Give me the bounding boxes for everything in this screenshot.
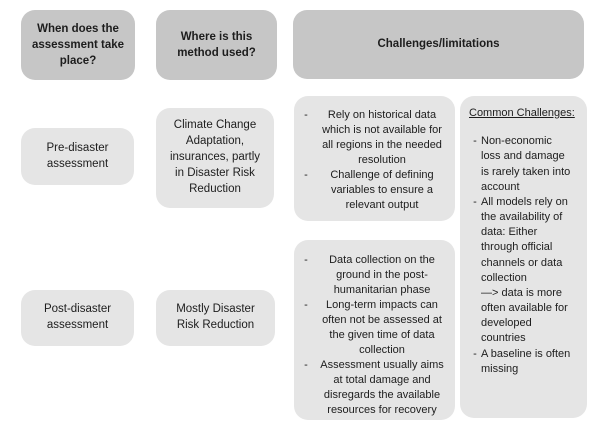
challenge-text: Challenge of defining variables to ensur…	[330, 168, 434, 211]
dash-bullet: -	[304, 109, 308, 121]
challenge-item: - Data collection on the ground in the p…	[300, 253, 452, 298]
climate-change-adaptation-box: Climate Change Adaptation, insurances, p…	[156, 108, 274, 208]
dash-bullet: -	[473, 195, 477, 208]
common-challenge-item: - All models rely on the availability of…	[469, 195, 582, 347]
post-disaster-assessment-label: Post-disaster assessment	[43, 303, 112, 331]
common-challenge-text: Non-economic loss and damage is rarely t…	[481, 135, 571, 193]
common-challenge-text: All models rely on the availability of d…	[481, 195, 568, 345]
header-where-label: Where is this method used?	[177, 30, 256, 59]
challenge-item: - Challenge of defining variables to ens…	[300, 168, 452, 213]
common-challenges-box: Common Challenges: - Non-economic loss a…	[460, 96, 587, 418]
common-challenge-item: - A baseline is often missing	[469, 347, 582, 377]
header-when-label: When does the assessment take place?	[31, 22, 125, 68]
dash-bullet: -	[304, 254, 308, 266]
header-challenges-box: Challenges/limitations	[293, 10, 584, 79]
disaster-risk-reduction-box: Mostly Disaster Risk Reduction	[156, 290, 275, 346]
challenge-text: Rely on historical data which is not ava…	[322, 109, 442, 166]
common-challenge-item: - Non-economic loss and damage is rarely…	[469, 134, 582, 195]
challenge-text: Long-term impacts can often not be asses…	[322, 298, 442, 356]
pre-disaster-challenges-box: - Rely on historical data which is not a…	[294, 96, 455, 221]
challenge-item: - Long-term impacts can often not be ass…	[300, 298, 452, 358]
challenge-text: Data collection on the ground in the pos…	[329, 254, 435, 296]
disaster-risk-reduction-label: Mostly Disaster Risk Reduction	[176, 303, 255, 331]
header-where-box: Where is this method used?	[156, 10, 277, 80]
header-when-box: When does the assessment take place?	[21, 10, 135, 80]
post-disaster-challenges-box: - Data collection on the ground in the p…	[294, 240, 455, 420]
challenge-item: - Assessment usually aims at total damag…	[300, 358, 452, 418]
climate-change-adaptation-label: Climate Change Adaptation, insurances, p…	[169, 119, 261, 195]
challenge-text: Assessment usually aims at total damage …	[320, 358, 444, 416]
header-challenges-label: Challenges/limitations	[377, 38, 500, 51]
pre-disaster-assessment-label: Pre-disaster assessment	[46, 141, 109, 170]
challenge-item: - Rely on historical data which is not a…	[300, 108, 452, 168]
dash-bullet: -	[304, 358, 308, 371]
post-disaster-assessment-box: Post-disaster assessment	[21, 290, 134, 346]
common-challenges-heading: Common Challenges:	[469, 107, 575, 119]
pre-disaster-assessment-box: Pre-disaster assessment	[21, 128, 134, 185]
dash-bullet: -	[473, 135, 477, 148]
dash-bullet: -	[304, 168, 308, 181]
common-challenge-text: A baseline is often missing	[481, 347, 571, 375]
dash-bullet: -	[473, 347, 477, 360]
dash-bullet: -	[304, 298, 308, 311]
